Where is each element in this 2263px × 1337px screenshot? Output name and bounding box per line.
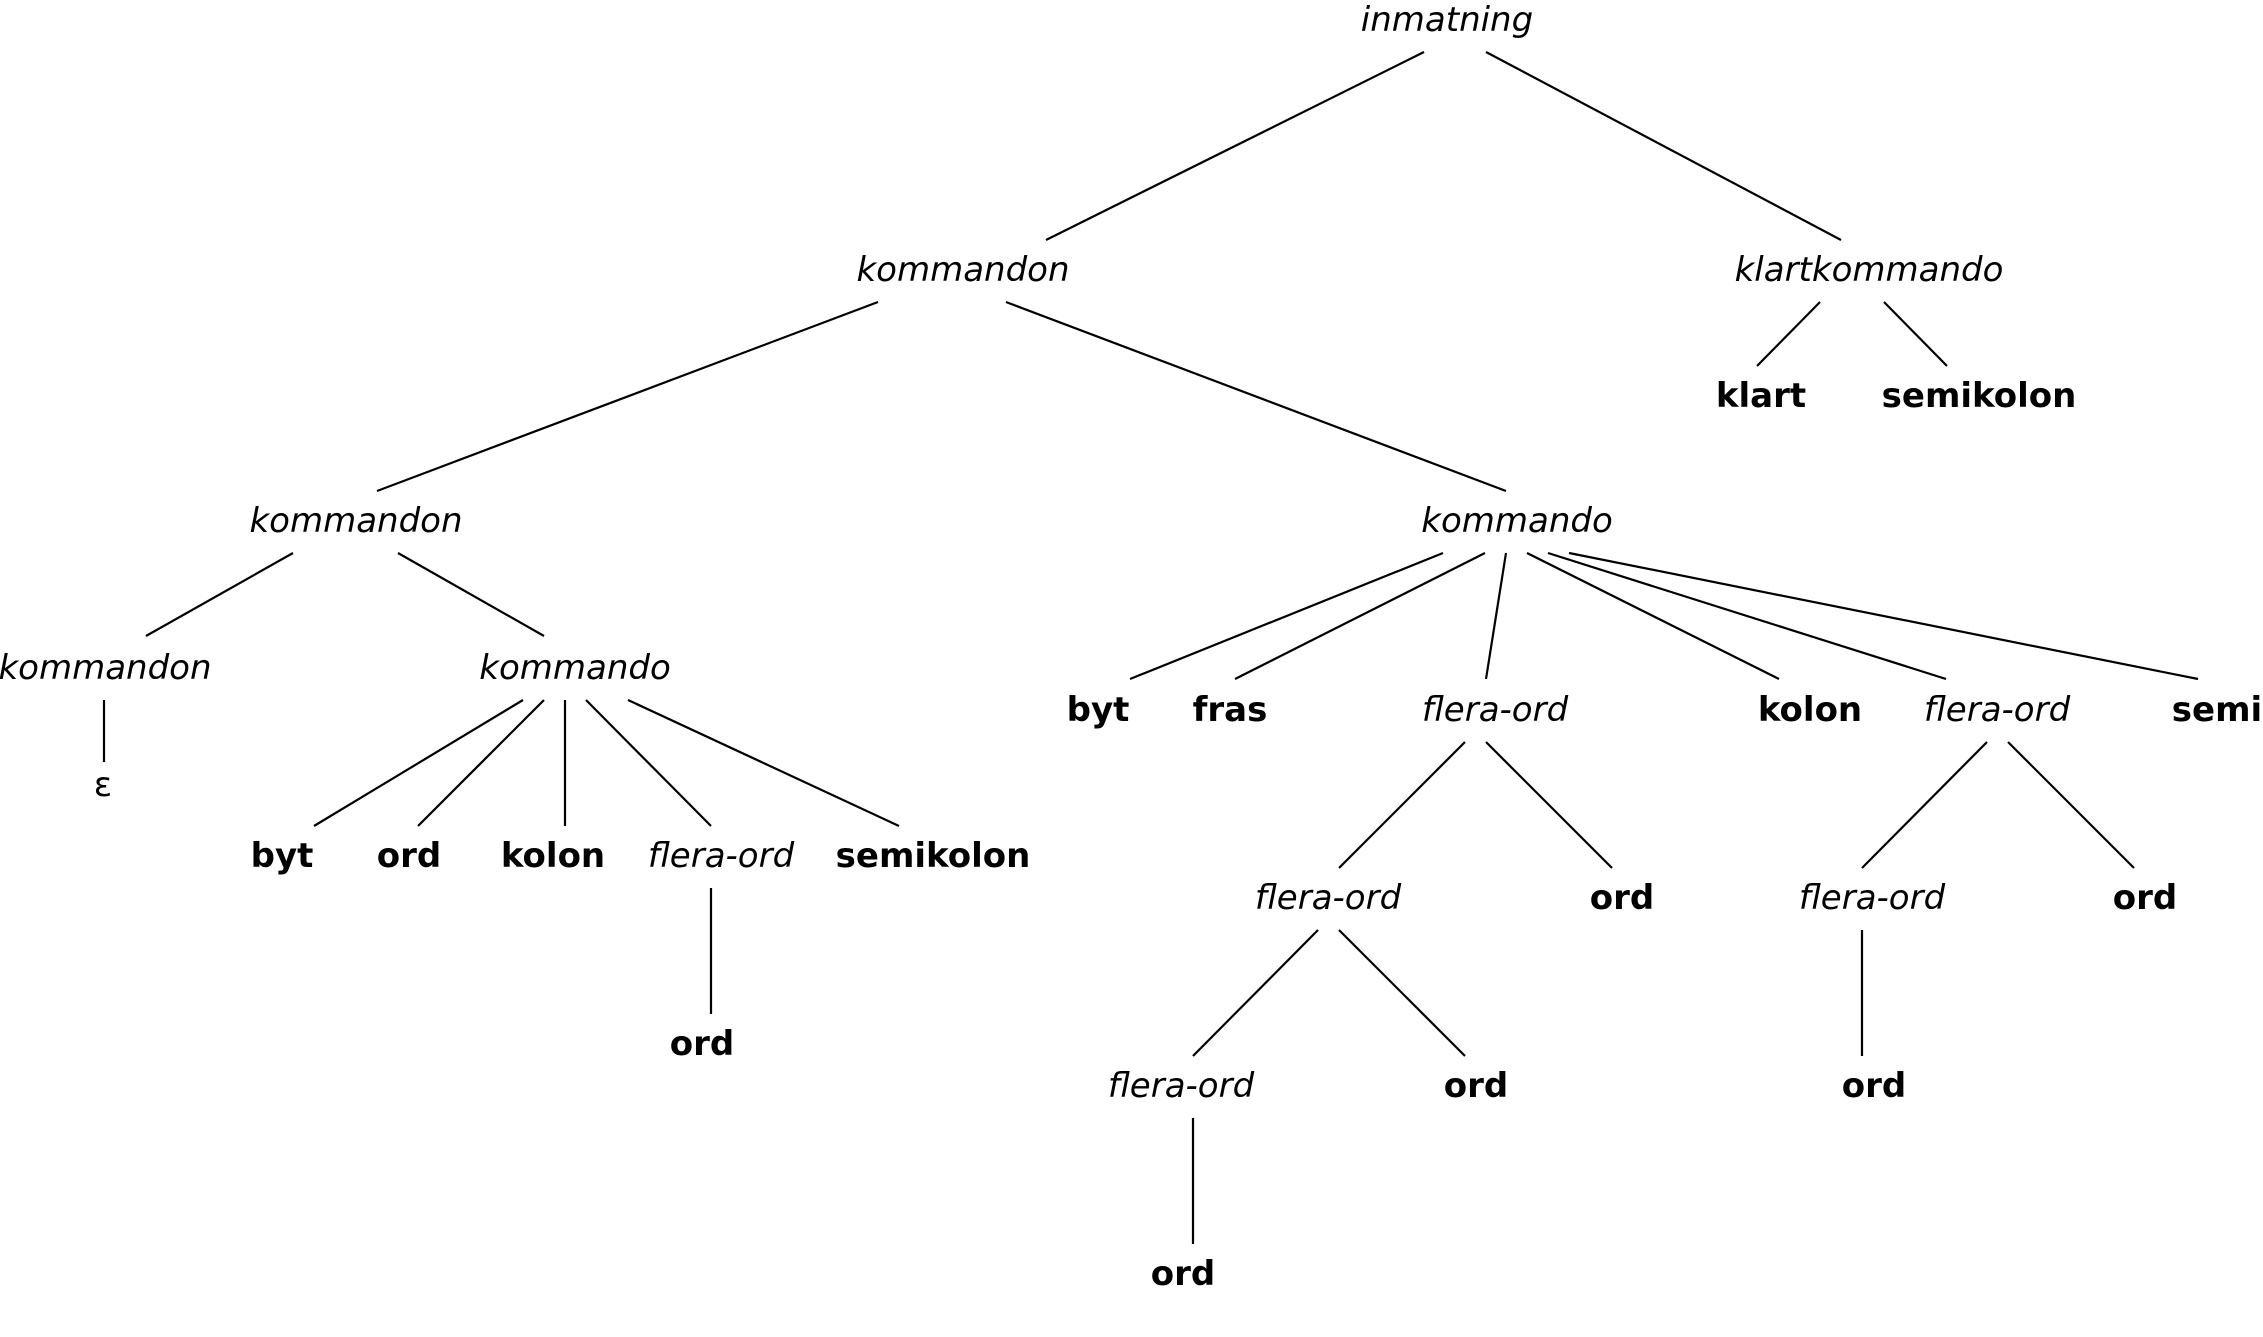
tree-node-terminal-n18: fras xyxy=(1193,690,1268,730)
tree-edge-n7-n19 xyxy=(1484,552,1508,680)
tree-node-nonterminal-n23: flera-ord xyxy=(1255,878,1402,918)
tree-edge-n7-n21 xyxy=(1547,551,1947,681)
tree-node-nonterminal-n14: flera-ord xyxy=(648,836,795,876)
tree-edge-n21-n29 xyxy=(2007,741,2135,869)
tree-labels: inmatning kommandon klartkommando klart semi… xyxy=(0,0,2262,1294)
tree-edge-n6-n8 xyxy=(145,552,294,637)
tree-edge-n19-n24 xyxy=(1485,741,1613,869)
tree-edge-n7-n22 xyxy=(1568,551,2199,681)
tree-node-nonterminal-n3: klartkommando xyxy=(1735,250,2004,290)
tree-edge-n2-n7 xyxy=(1005,300,1507,493)
tree-edge-n9-n14 xyxy=(585,699,712,827)
tree-edge-n23-n25 xyxy=(1192,929,1319,1057)
tree-node-nonterminal-n1: inmatning xyxy=(1361,0,1533,40)
tree-edges xyxy=(102,51,2199,1244)
tree-node-nonterminal-n27: flera-ord xyxy=(1799,878,1946,918)
tree-edge-n9-n12 xyxy=(417,699,545,827)
tree-node-terminal-n17: byt xyxy=(1067,690,1130,730)
tree-node-nonterminal-n21: flera-ord xyxy=(1924,690,2071,730)
tree-node-nonterminal-n8: kommandon xyxy=(0,648,212,688)
tree-node-terminal-n30: ord xyxy=(1842,1066,1906,1106)
tree-edge-n23-n26 xyxy=(1338,929,1466,1057)
tree-node-terminal-n15: semikolon xyxy=(836,836,1031,876)
tree-node-terminal-n22: semi xyxy=(2172,690,2262,730)
tree-edge-n19-n23 xyxy=(1338,741,1466,869)
tree-node-terminal-n11: byt xyxy=(251,836,314,876)
tree-edge-n9-n11 xyxy=(313,699,524,827)
tree-node-terminal-n5: semikolon xyxy=(1882,376,2077,416)
tree-node-terminal-n28: ord xyxy=(1151,1254,1215,1294)
tree-edge-n3-n4 xyxy=(1756,301,1821,367)
tree-node-epsilon-n10: ε xyxy=(94,765,112,805)
tree-edge-n2-n6 xyxy=(376,300,879,493)
tree-node-nonterminal-n25: flera-ord xyxy=(1108,1066,1255,1106)
tree-edge-n1-n2 xyxy=(1045,51,1425,241)
tree-edge-n7-n18 xyxy=(1234,552,1486,680)
tree-node-nonterminal-n7: kommando xyxy=(1421,501,1613,541)
tree-edge-n3-n5 xyxy=(1883,301,1948,367)
tree-edge-n7-n20 xyxy=(1526,552,1780,680)
tree-node-nonterminal-n9: kommando xyxy=(479,648,671,688)
tree-node-terminal-n29: ord xyxy=(2113,878,2177,918)
tree-edge-n9-n15 xyxy=(627,699,900,827)
tree-node-nonterminal-n19: flera-ord xyxy=(1422,690,1569,730)
tree-node-terminal-n20: kolon xyxy=(1758,690,1862,730)
tree-node-nonterminal-n6: kommandon xyxy=(249,501,462,541)
tree-node-terminal-n12: ord xyxy=(377,836,441,876)
tree-edge-n6-n9 xyxy=(397,552,545,637)
tree-edge-n1-n3 xyxy=(1485,51,1842,241)
tree-node-terminal-n24: ord xyxy=(1590,878,1654,918)
tree-node-terminal-n16: ord xyxy=(670,1024,734,1064)
tree-node-terminal-n4: klart xyxy=(1716,376,1806,416)
tree-edge-n21-n27 xyxy=(1861,741,1988,869)
tree-node-nonterminal-n2: kommandon xyxy=(856,250,1069,290)
tree-edge-n7-n17 xyxy=(1129,551,1444,681)
tree-node-terminal-n13: kolon xyxy=(501,836,605,876)
tree-node-terminal-n26: ord xyxy=(1444,1066,1508,1106)
